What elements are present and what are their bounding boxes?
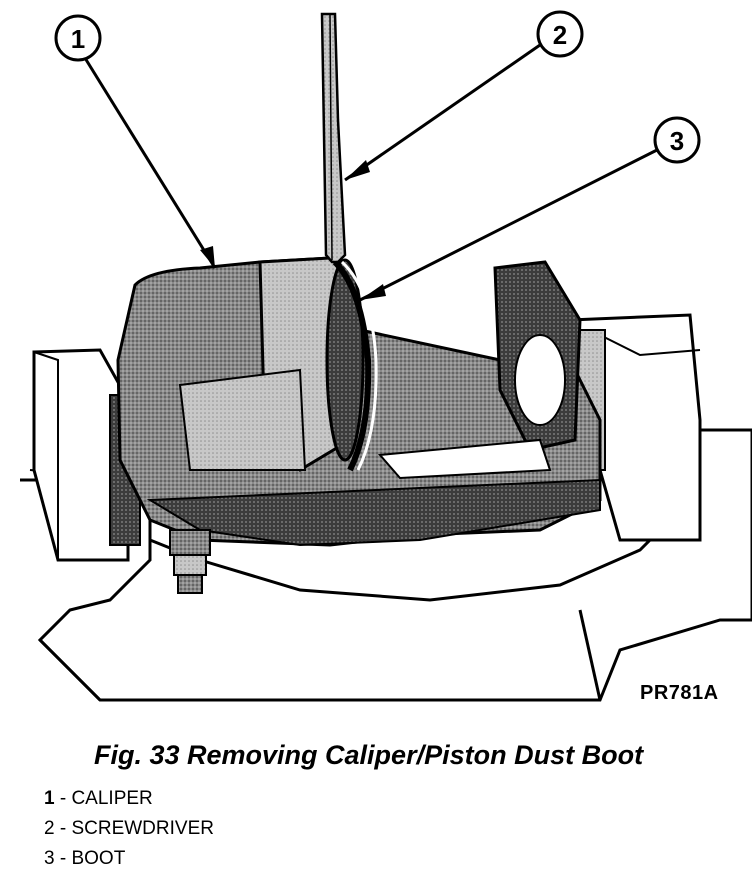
legend-item-caliper: 1 - CALIPER [44, 784, 214, 814]
legend-text: - BOOT [54, 848, 126, 869]
callout-2-label: 2 [553, 20, 567, 50]
legend-text: - CALIPER [54, 788, 153, 809]
figure-code: PR781A [640, 682, 719, 704]
figure-caption: Fig. 33 Removing Caliper/Piston Dust Boo… [94, 740, 644, 770]
dust-boot [332, 259, 378, 472]
screwdriver [320, 12, 347, 264]
caliper-body [116, 256, 602, 547]
legend-number: 3 [44, 848, 55, 869]
legend: 1 - CALIPER 2 - SCREWDRIVER 3 - BOOT [44, 784, 214, 874]
callout-1: 1 [54, 14, 217, 269]
legend-item-boot: 3 - BOOT [44, 844, 214, 874]
left-vise-jaw [32, 348, 141, 562]
legend-number: 1 [44, 788, 55, 809]
callout-2: 2 [344, 10, 584, 182]
callout-3-label: 3 [670, 126, 684, 156]
bleeder-screw [169, 529, 211, 594]
callout-1-label: 1 [71, 24, 85, 54]
legend-text: - SCREWDRIVER [54, 818, 214, 839]
legend-number: 2 [44, 818, 55, 839]
legend-item-screwdriver: 2 - SCREWDRIVER [44, 814, 214, 844]
callout-3: 3 [359, 116, 701, 302]
figure-illustration: 1 2 3 [20, 10, 752, 702]
